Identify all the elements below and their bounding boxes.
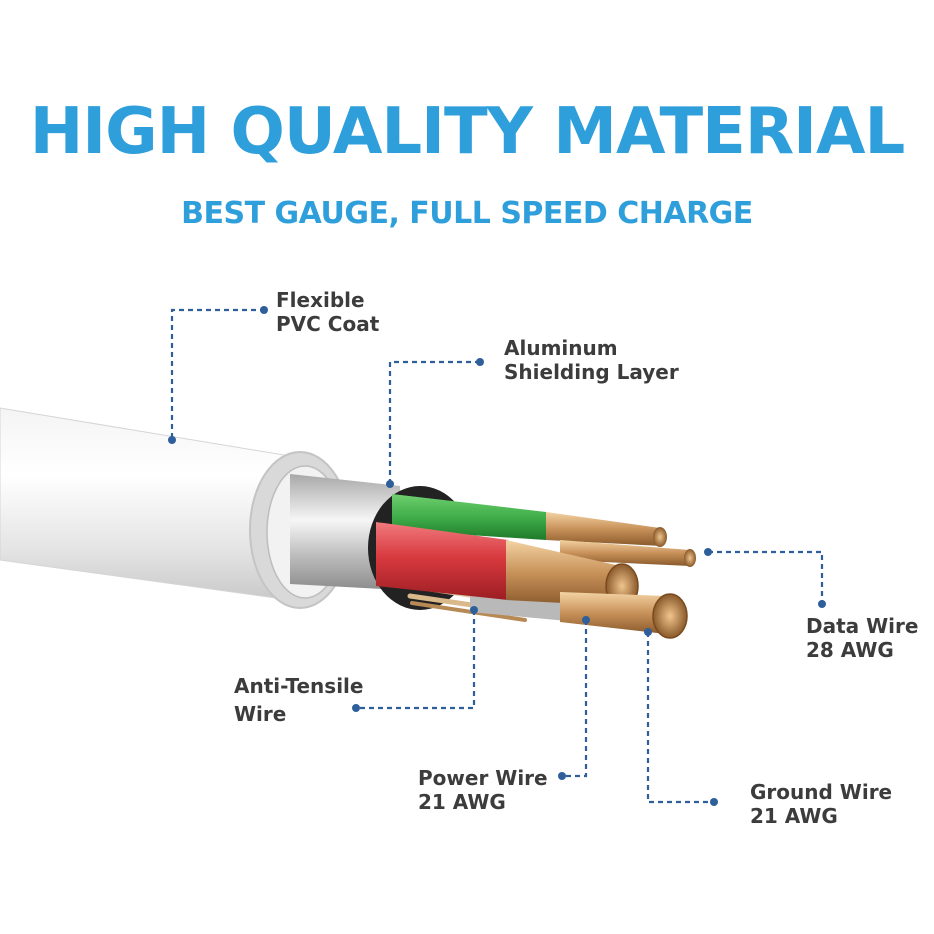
- leader-dots: [168, 306, 826, 806]
- label-pvc-line2: PVC Coat: [276, 312, 380, 336]
- label-data-wire: Data Wire 28 AWG: [806, 614, 918, 662]
- label-pvc-line1: Flexible: [276, 288, 365, 312]
- label-shielding-line1: Aluminum: [504, 336, 618, 360]
- label-pvc-coat: Flexible PVC Coat: [276, 288, 379, 336]
- data-wire-insulation: [392, 494, 696, 567]
- label-anti-tensile-wire: Anti-Tensile Wire: [234, 674, 363, 726]
- leader-ground-wire: [646, 632, 714, 804]
- label-anti-tensile-line2: Wire: [234, 702, 287, 726]
- leader-shielding: [388, 360, 480, 484]
- label-ground-wire: Ground Wire 21 AWG: [750, 780, 892, 828]
- label-data-wire-line1: Data Wire: [806, 614, 919, 638]
- label-aluminum-shielding: Aluminum Shielding Layer: [504, 336, 679, 384]
- label-ground-wire-line1: Ground Wire: [750, 780, 893, 804]
- leader-pvc: [170, 308, 264, 438]
- label-data-wire-line2: 28 AWG: [806, 638, 894, 662]
- label-anti-tensile-line1: Anti-Tensile: [234, 674, 364, 698]
- ground-wire-strands: [560, 592, 688, 639]
- leader-anti-tensile: [356, 610, 476, 710]
- leader-power-wire: [562, 620, 588, 778]
- label-ground-wire-line2: 21 AWG: [750, 804, 838, 828]
- label-power-wire-line2: 21 AWG: [418, 790, 506, 814]
- leader-data-wire: [708, 550, 824, 602]
- headline: HIGH QUALITY MATERIAL: [29, 95, 906, 169]
- leader-lines: [170, 308, 824, 804]
- label-power-wire: Power Wire 21 AWG: [418, 766, 548, 814]
- label-power-wire-line1: Power Wire: [418, 766, 548, 790]
- label-shielding-line2: Shielding Layer: [504, 360, 679, 384]
- subheadline: BEST GAUGE, FULL SPEED CHARGE: [181, 196, 753, 231]
